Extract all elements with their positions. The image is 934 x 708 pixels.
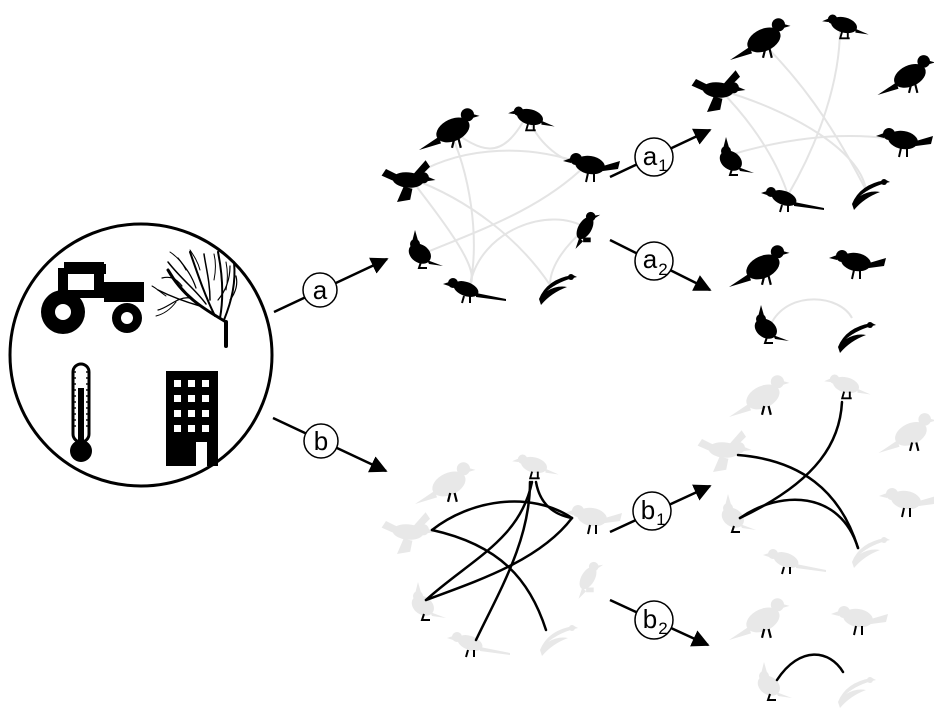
magpie-icon <box>443 278 506 303</box>
robin-icon <box>829 250 886 279</box>
label-b2-sub: 2 <box>658 619 667 638</box>
drivers-circle <box>10 224 272 486</box>
flying-bird-icon <box>382 512 436 554</box>
swallow-icon <box>852 537 890 568</box>
flying-bird-icon <box>692 70 746 112</box>
network-a1-birds <box>692 14 934 212</box>
sparrow-icon <box>824 374 871 398</box>
pigeon-icon <box>419 108 480 150</box>
network-a2-links <box>772 299 852 322</box>
magpie-icon <box>761 187 824 212</box>
network-b1-links <box>738 402 858 548</box>
flying-bird-icon <box>382 160 436 202</box>
swallow-icon <box>838 322 876 353</box>
network-b-links <box>426 482 572 640</box>
pigeon-icon <box>729 598 790 640</box>
pigeon-icon <box>729 245 790 287</box>
label-a2-sub: 2 <box>658 260 667 279</box>
label-b2: b <box>643 604 657 634</box>
pigeon-icon <box>415 462 476 504</box>
cardinal-icon <box>716 137 754 175</box>
sparrow-icon <box>512 454 559 478</box>
pigeon-icon <box>730 18 791 60</box>
label-a1: a <box>643 141 658 171</box>
thermometer-icon <box>70 364 92 462</box>
network-b1-birds <box>698 374 934 574</box>
label-b1: b <box>641 495 655 525</box>
building-icon <box>166 371 218 466</box>
robin-icon <box>879 488 934 517</box>
robin-icon <box>831 606 888 635</box>
network-b-birds <box>382 454 622 657</box>
label-a1-sub: 1 <box>658 156 667 175</box>
arrow-b: b <box>273 418 386 471</box>
label-a2: a <box>643 244 658 274</box>
swallow-icon <box>838 677 876 708</box>
network-b2-links <box>777 655 843 680</box>
robin-icon <box>876 128 933 157</box>
arrow-a: a <box>274 259 387 312</box>
sparrow-icon <box>822 14 869 38</box>
arrow-b1: b 1 <box>610 486 710 532</box>
network-a-birds <box>382 106 620 305</box>
pigeon-icon <box>879 413 934 453</box>
cardinal-icon <box>405 230 443 268</box>
arrow-a1: a 1 <box>610 130 710 177</box>
magpie-icon <box>763 549 826 574</box>
label-b1-sub: 1 <box>656 510 665 529</box>
pigeon-icon <box>729 375 790 417</box>
label-b: b <box>314 426 328 456</box>
flying-bird-icon <box>698 430 752 472</box>
arrow-a2: a 2 <box>610 240 710 290</box>
starling-icon <box>573 212 600 249</box>
cardinal-icon <box>751 305 789 343</box>
starling-icon <box>576 562 603 599</box>
swallow-icon <box>852 179 890 210</box>
network-b2-birds <box>729 598 888 708</box>
label-a: a <box>313 275 328 305</box>
arrow-b2: b 2 <box>610 600 708 645</box>
pigeon-icon <box>878 55 934 95</box>
